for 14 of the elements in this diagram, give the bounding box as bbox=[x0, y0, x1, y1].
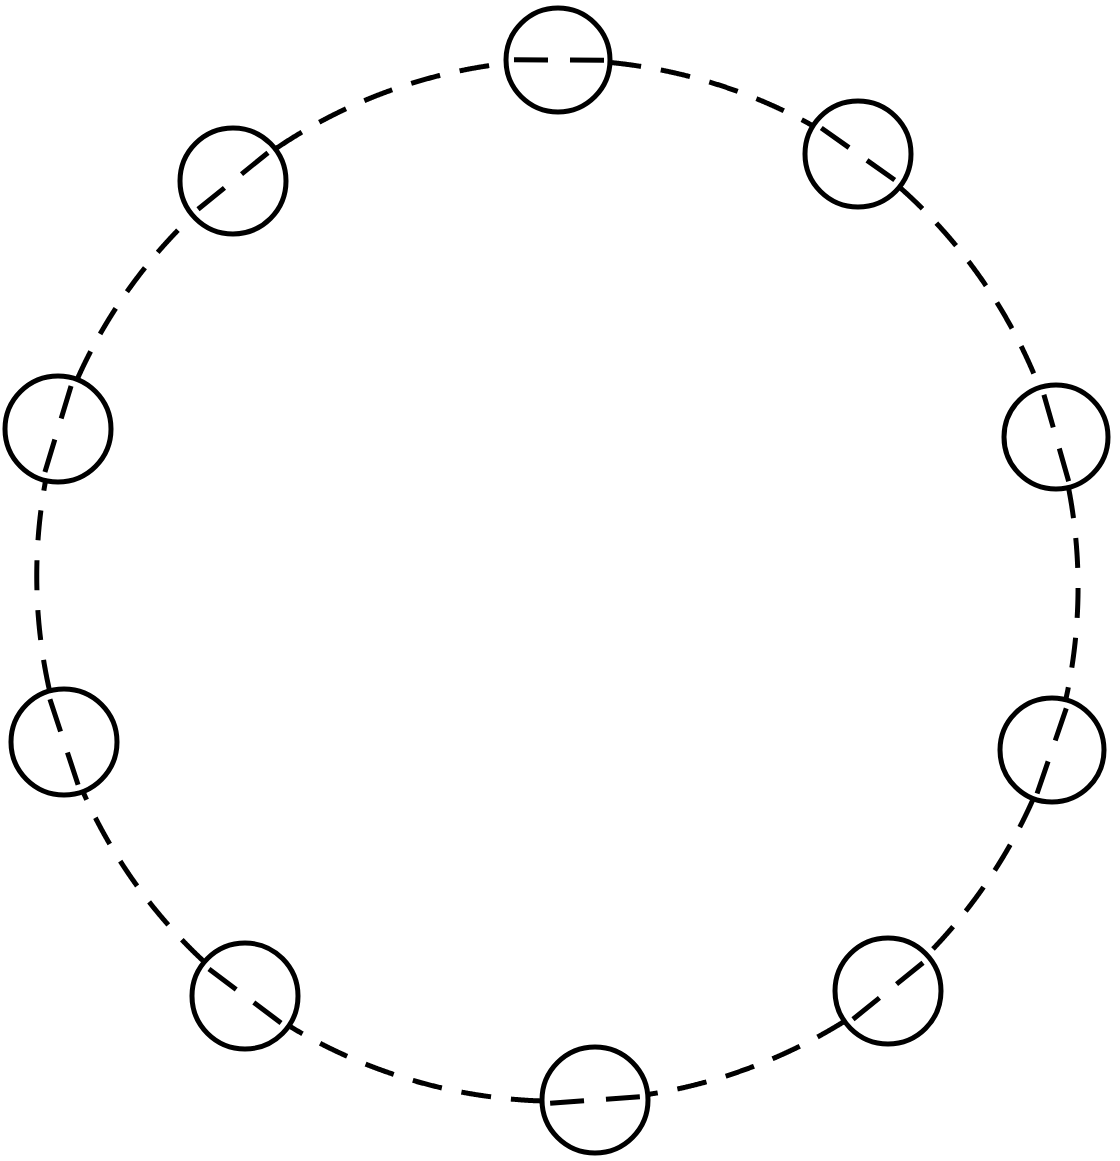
dashed-connector bbox=[288, 1024, 543, 1104]
circle-node bbox=[501, 3, 615, 117]
circle-node bbox=[0, 371, 116, 487]
dashed-connector bbox=[81, 791, 206, 963]
circle-node bbox=[537, 1042, 653, 1158]
circle-node bbox=[995, 693, 1109, 807]
circle-node bbox=[999, 380, 1113, 494]
circle-node bbox=[800, 96, 916, 212]
dashed-connector bbox=[647, 1019, 846, 1097]
dashed-connector bbox=[609, 60, 814, 128]
circle-node bbox=[187, 938, 303, 1054]
circle-node bbox=[830, 933, 946, 1049]
circle-node bbox=[6, 684, 122, 800]
circle-node bbox=[175, 123, 291, 239]
